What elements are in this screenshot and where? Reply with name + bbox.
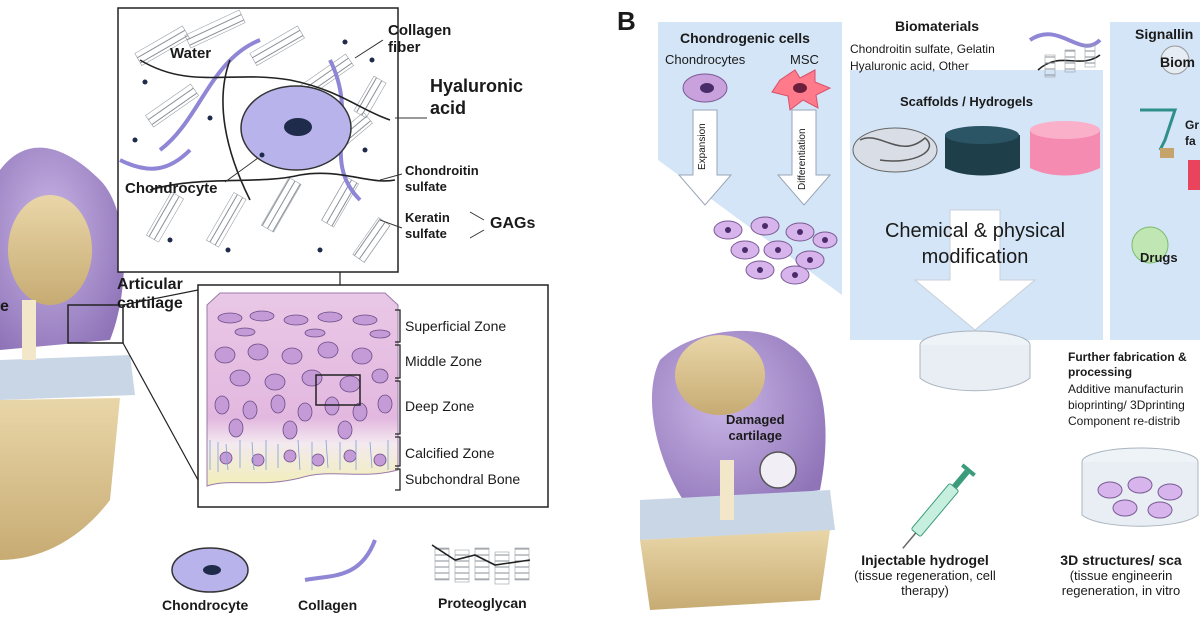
label-articular-line1: Articular bbox=[117, 276, 183, 293]
signalling-title: Signallin bbox=[1135, 26, 1194, 42]
label-articular-line2: cartilage bbox=[117, 295, 183, 312]
signalling-gr: Gr bbox=[1185, 118, 1200, 132]
further-line2: processing bbox=[1068, 365, 1133, 379]
label-collagen-fiber-line2: fiber bbox=[388, 39, 421, 56]
label-chondrocyte: Chondrocyte bbox=[125, 180, 218, 197]
chemical-line1: Chemical & physical bbox=[884, 220, 1066, 242]
label-chondroitin-line2: sulfate bbox=[405, 179, 447, 194]
scaffolds-hydrogels-label: Scaffolds / Hydrogels bbox=[900, 94, 1033, 109]
cartilage-layers bbox=[206, 292, 401, 491]
chemical-line2: modification bbox=[921, 246, 1029, 268]
damaged-cartilage-label: Damaged cartilage bbox=[726, 412, 785, 444]
panel-b-letter: B bbox=[617, 6, 636, 36]
chondrogenic-title: Chondrogenic cells bbox=[680, 30, 810, 46]
legend-collagen: Collagen bbox=[298, 597, 358, 613]
scaffold-samples bbox=[852, 121, 1100, 392]
label-water: Water bbox=[170, 45, 212, 62]
biomaterial-fibers-icon bbox=[1028, 32, 1102, 78]
zone-middle: Middle Zone bbox=[405, 353, 483, 369]
3d-structures: 3D structures/ sca (tissue engineerin re… bbox=[1042, 552, 1200, 598]
chemical-physical-modification: Chemical & physical modification bbox=[880, 218, 1070, 270]
signalling-drugs: Drugs bbox=[1140, 250, 1178, 265]
damaged-line2: cartilage bbox=[728, 428, 782, 443]
legend-proteoglycan: Proteoglycan bbox=[438, 595, 527, 611]
injectable-title: Injectable hydrogel bbox=[861, 552, 989, 568]
legend-chondrocyte: Chondrocyte bbox=[162, 597, 249, 613]
chondrocytes-label: Chondrocytes bbox=[665, 52, 746, 67]
structures-line1: (tissue engineerin bbox=[1069, 568, 1173, 583]
differentiation-label: Differentiation bbox=[797, 128, 808, 190]
further-line3: Additive manufacturin bbox=[1068, 382, 1184, 396]
matrix-detail bbox=[119, 9, 485, 263]
label-gags: GAGs bbox=[490, 215, 536, 232]
further-line1: Further fabrication & bbox=[1068, 350, 1187, 364]
further-line5: Component re-distrib bbox=[1068, 414, 1181, 428]
label-chondroitin-line1: Chondroitin bbox=[405, 163, 479, 178]
label-knee-cropped: e bbox=[0, 298, 9, 315]
label-hyaluronic-line1: Hyaluronic bbox=[430, 76, 524, 96]
label-collagen-fiber-line1: Collagen bbox=[388, 22, 452, 39]
label-collagen-fiber: Collagen fiber bbox=[388, 22, 451, 56]
zone-superficial: Superficial Zone bbox=[405, 318, 507, 334]
zone-deep: Deep Zone bbox=[405, 398, 475, 414]
label-hyaluronic-line2: acid bbox=[430, 98, 467, 118]
legend-icons bbox=[171, 539, 531, 593]
structures-title: 3D structures/ sca bbox=[1060, 552, 1182, 568]
injectable-hydrogel: Injectable hydrogel (tissue regeneration… bbox=[835, 552, 1015, 598]
biomaterials-line2: Hyaluronic acid, Other bbox=[850, 59, 969, 73]
label-keratin-line2: sulfate bbox=[405, 226, 447, 241]
signalling-biom: Biom bbox=[1160, 54, 1195, 70]
zone-subchondral: Subchondral Bone bbox=[405, 471, 521, 487]
syringe-icon bbox=[902, 463, 976, 549]
label-chondroitin-sulfate: Chondroitin sulfate bbox=[405, 163, 479, 195]
signalling-icons bbox=[1131, 45, 1200, 264]
label-keratin-line1: Keratin bbox=[405, 210, 450, 225]
further-line4: bioprinting/ 3Dprinting bbox=[1068, 398, 1185, 412]
label-hyaluronic-acid: Hyaluronic acid bbox=[430, 75, 523, 119]
injectable-line1: (tissue regeneration, cell bbox=[854, 568, 996, 583]
knee-illustration-b bbox=[640, 330, 835, 610]
signalling-fa: fa bbox=[1185, 134, 1196, 148]
zone-calcified: Calcified Zone bbox=[405, 445, 495, 461]
3d-structure-icon bbox=[1081, 447, 1199, 527]
expansion-label: Expansion bbox=[697, 123, 708, 170]
msc-label: MSC bbox=[790, 52, 819, 67]
label-keratin-sulfate: Keratin sulfate bbox=[405, 210, 450, 242]
label-articular-cartilage: Articular cartilage bbox=[117, 275, 183, 313]
biomaterials-line1: Chondroitin sulfate, Gelatin bbox=[850, 42, 995, 56]
damaged-line1: Damaged bbox=[726, 412, 785, 427]
injectable-line2: therapy) bbox=[901, 583, 949, 598]
chondrogenic-cells bbox=[682, 69, 838, 285]
knee-illustration-a bbox=[0, 147, 135, 560]
biomaterials-title: Biomaterials bbox=[895, 18, 980, 34]
structures-line2: regeneration, in vitro bbox=[1061, 583, 1181, 598]
